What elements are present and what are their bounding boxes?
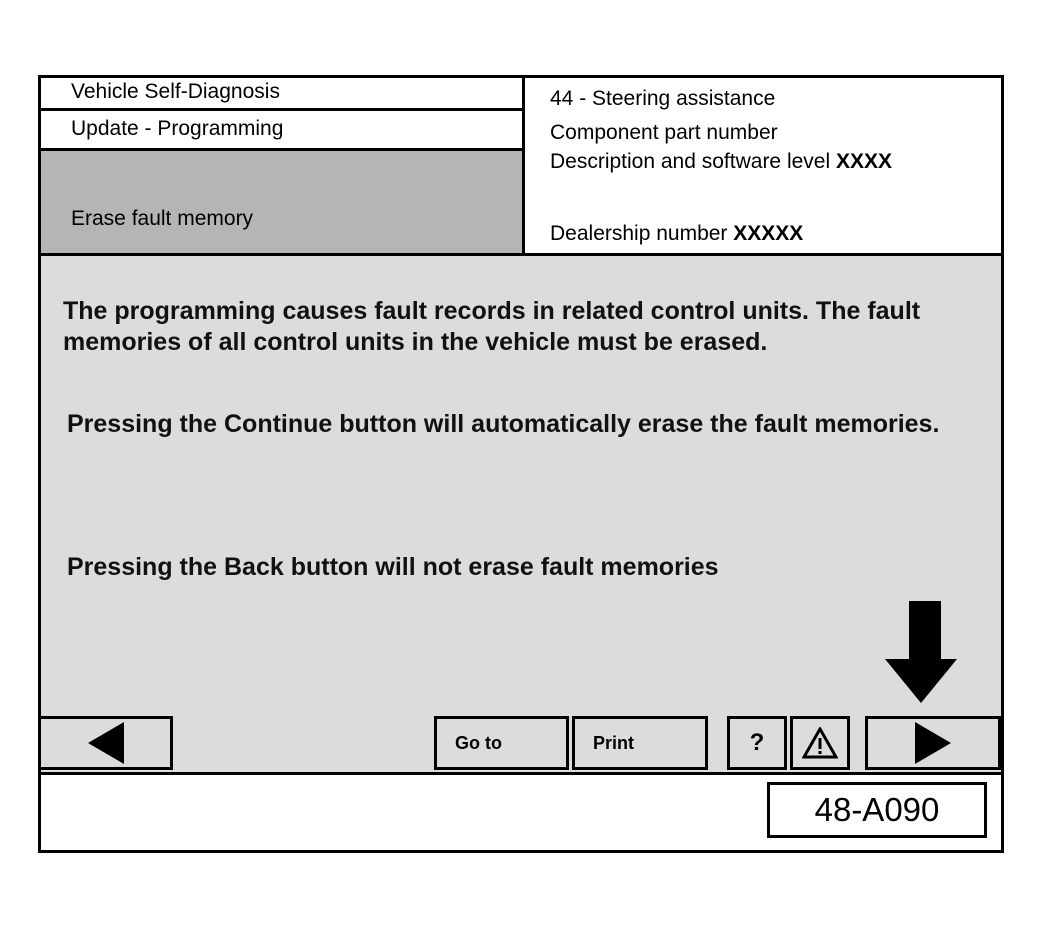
help-button[interactable]: ? (727, 716, 787, 770)
header-function-row: Erase fault memory (41, 151, 525, 253)
print-button[interactable]: Print (572, 716, 708, 770)
header-subtitle-row: Update - Programming (41, 111, 525, 151)
dealership-number: Dealership number XXXXX (550, 222, 803, 246)
dealership-value: XXXXX (733, 222, 804, 245)
message-paragraph-1: The programming causes fault records in … (63, 297, 921, 356)
message-paragraph-2: Pressing the Continue button will automa… (67, 410, 940, 438)
header-subtitle: Update - Programming (71, 117, 284, 140)
message-area: The programming causes fault records in … (38, 253, 1001, 775)
back-button[interactable] (38, 716, 173, 770)
description-software-level: Description and software level XXXX (550, 150, 892, 174)
down-arrow-icon (885, 601, 957, 703)
warning-button[interactable] (790, 716, 850, 770)
diagnosis-window: Vehicle Self-Diagnosis Update - Programm… (38, 75, 1004, 853)
description-value: XXXX (835, 150, 893, 173)
header-function: Erase fault memory (71, 207, 254, 230)
component-part-number: Component part number (550, 121, 778, 144)
vehicle-info-panel: 44 - Steering assistance Component part … (525, 78, 1001, 253)
module-name: 44 - Steering assistance (550, 87, 776, 110)
header-title: Vehicle Self-Diagnosis (71, 80, 280, 103)
header-title-row: Vehicle Self-Diagnosis (41, 78, 525, 111)
dealership-label: Dealership number (550, 222, 734, 245)
triangle-left-icon (87, 722, 124, 764)
help-label: ? (749, 729, 765, 756)
print-label: Print (593, 732, 635, 753)
triangle-right-icon (915, 722, 951, 764)
warning-triangle-icon (802, 727, 838, 759)
status-bar: 48-A090 (41, 775, 1001, 850)
continue-button[interactable] (865, 716, 1001, 770)
message-paragraph-3: Pressing the Back button will not erase … (67, 553, 719, 581)
goto-label: Go to (455, 732, 502, 753)
description-label: Description and software level (550, 150, 836, 173)
goto-button[interactable]: Go to (434, 716, 569, 770)
document-id: 48-A090 (767, 782, 987, 838)
